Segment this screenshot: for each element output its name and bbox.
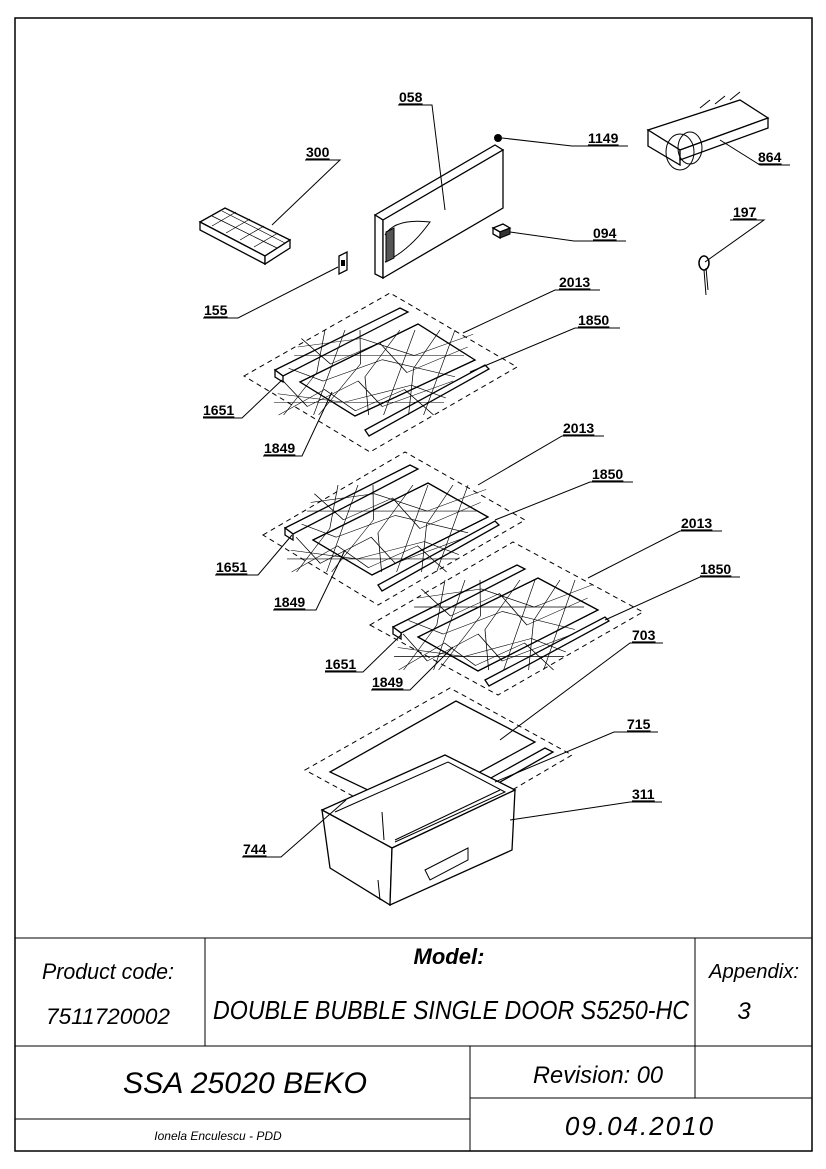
callout-094: 094	[593, 225, 617, 241]
author: Ionela Enculescu - PDD	[154, 1129, 282, 1143]
shelf-assembly-1	[243, 292, 518, 453]
callouts: 058 1149 864 300 197 094 155 2013 1850 1…	[203, 89, 782, 857]
leader-lines	[203, 104, 790, 858]
callout-1849-b: 1849	[274, 594, 305, 610]
callout-2013-b: 2013	[563, 420, 594, 436]
callout-311: 311	[632, 786, 655, 802]
product-code-label: Product code:	[42, 959, 174, 984]
callout-1850-a: 1850	[578, 312, 609, 328]
model-label: Model:	[414, 944, 485, 969]
revision: Revision: 00	[533, 1062, 664, 1089]
appendix-label: Appendix:	[708, 961, 799, 983]
title-block: Product code: 7511720002 Model: DOUBLE B…	[15, 937, 812, 1151]
callout-703: 703	[632, 627, 656, 643]
callout-1849-c: 1849	[372, 674, 403, 690]
callout-1651-a: 1651	[203, 402, 234, 418]
ice-tray-part	[198, 207, 292, 266]
callout-2013-a: 2013	[559, 274, 590, 290]
callout-1850-c: 1850	[700, 561, 731, 577]
hinge-part-094	[491, 223, 512, 240]
appendix-value: 3	[737, 998, 751, 1025]
callout-1651-c: 1651	[325, 656, 356, 672]
document-name: SSA 25020 BEKO	[123, 1067, 367, 1100]
clip-part-155	[338, 250, 348, 276]
shelf-assembly-2	[262, 451, 527, 606]
callout-864: 864	[758, 149, 782, 165]
callout-1849-a: 1849	[264, 440, 295, 456]
knob-part-1149	[494, 134, 502, 142]
callout-2013-c: 2013	[681, 515, 712, 531]
shelf-assembly-3	[368, 541, 645, 696]
callout-1651-b: 1651	[216, 559, 247, 575]
model-value: DOUBLE BUBBLE SINGLE DOOR S5250-HC	[213, 995, 689, 1025]
product-code-value: 7511720002	[46, 1004, 170, 1029]
sheet-border	[14, 17, 813, 1152]
callout-1149: 1149	[588, 130, 619, 146]
hinge-bracket-part-864	[646, 91, 770, 171]
callout-197: 197	[733, 204, 757, 220]
freezer-door-part	[373, 144, 505, 280]
callout-1850-b: 1850	[592, 466, 623, 482]
date: 09.04.2010	[565, 1111, 715, 1141]
callout-744: 744	[243, 841, 267, 857]
callout-058: 058	[399, 89, 423, 105]
callout-715: 715	[627, 716, 651, 732]
callout-155: 155	[204, 302, 228, 318]
crisper-drawer-assembly	[303, 687, 574, 907]
callout-300: 300	[306, 144, 330, 160]
spring-pin-part-197	[698, 255, 710, 296]
